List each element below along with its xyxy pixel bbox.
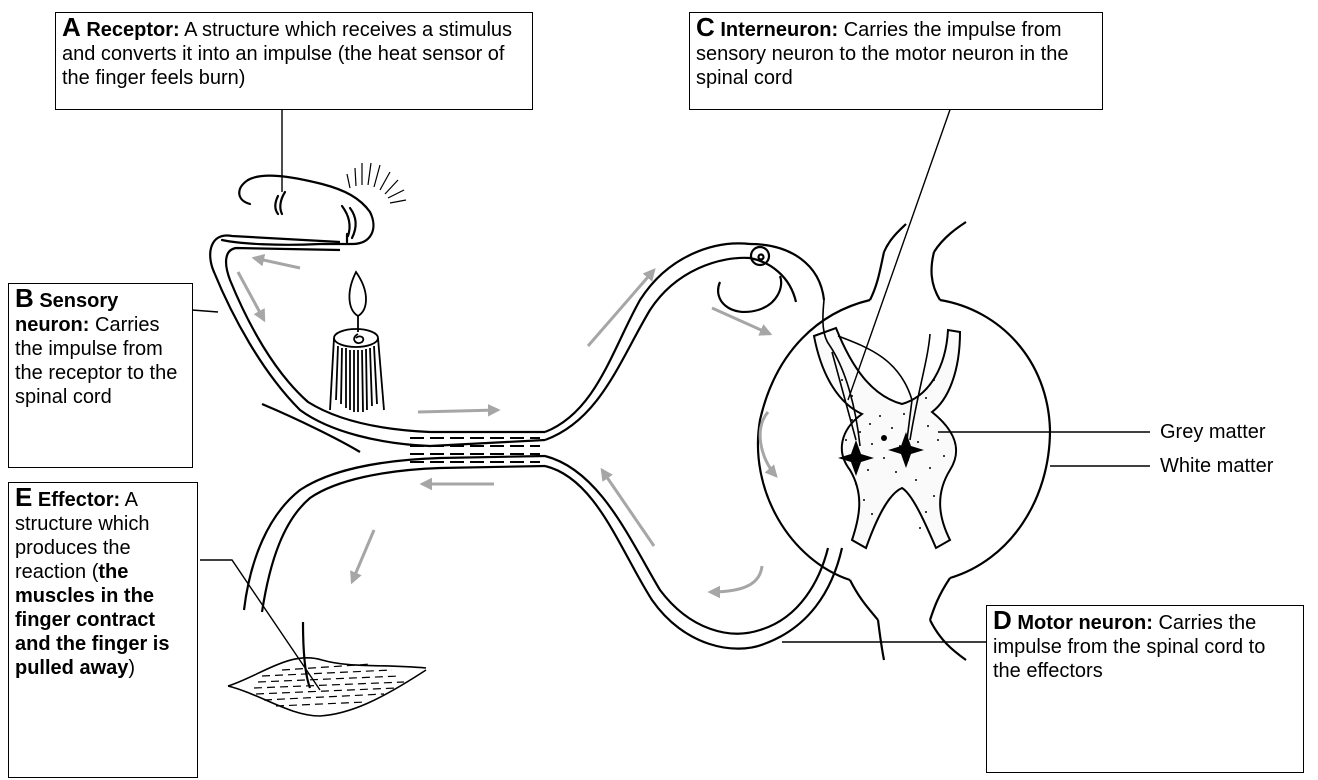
white-matter-label: White matter [1160,454,1273,478]
label-d-letter: D [993,605,1012,635]
label-c-term: Interneuron: [720,19,838,41]
label-e-text-after: ) [128,657,135,679]
dorsal-root [545,243,824,440]
label-a-letter: A [62,12,81,42]
label-c-interneuron: C Interneuron: Carries the impulse from … [689,12,1103,110]
label-d-motor-neuron: D Motor neuron: Carries the impulse from… [986,605,1304,773]
label-a-receptor: A Receptor: A structure which receives a… [55,12,533,110]
ventral-root [545,456,842,649]
muscle-effector [228,658,426,716]
finger [222,176,373,245]
label-a-term: Receptor: [86,19,179,41]
motor-neuron [244,456,545,688]
grey-matter-label: Grey matter [1160,420,1266,444]
label-c-letter: C [696,12,715,42]
label-d-term: Motor neuron: [1017,612,1153,634]
candle-icon [330,272,384,412]
label-b-sensory-neuron: B Sensory neuron: Carries the impulse fr… [8,283,193,468]
label-e-letter: E [15,482,32,512]
label-e-term: Effector: [38,489,120,511]
label-e-effector: E Effector: A structure which produces t… [8,482,198,778]
impulse-arrows [238,258,776,592]
label-b-letter: B [15,283,34,313]
